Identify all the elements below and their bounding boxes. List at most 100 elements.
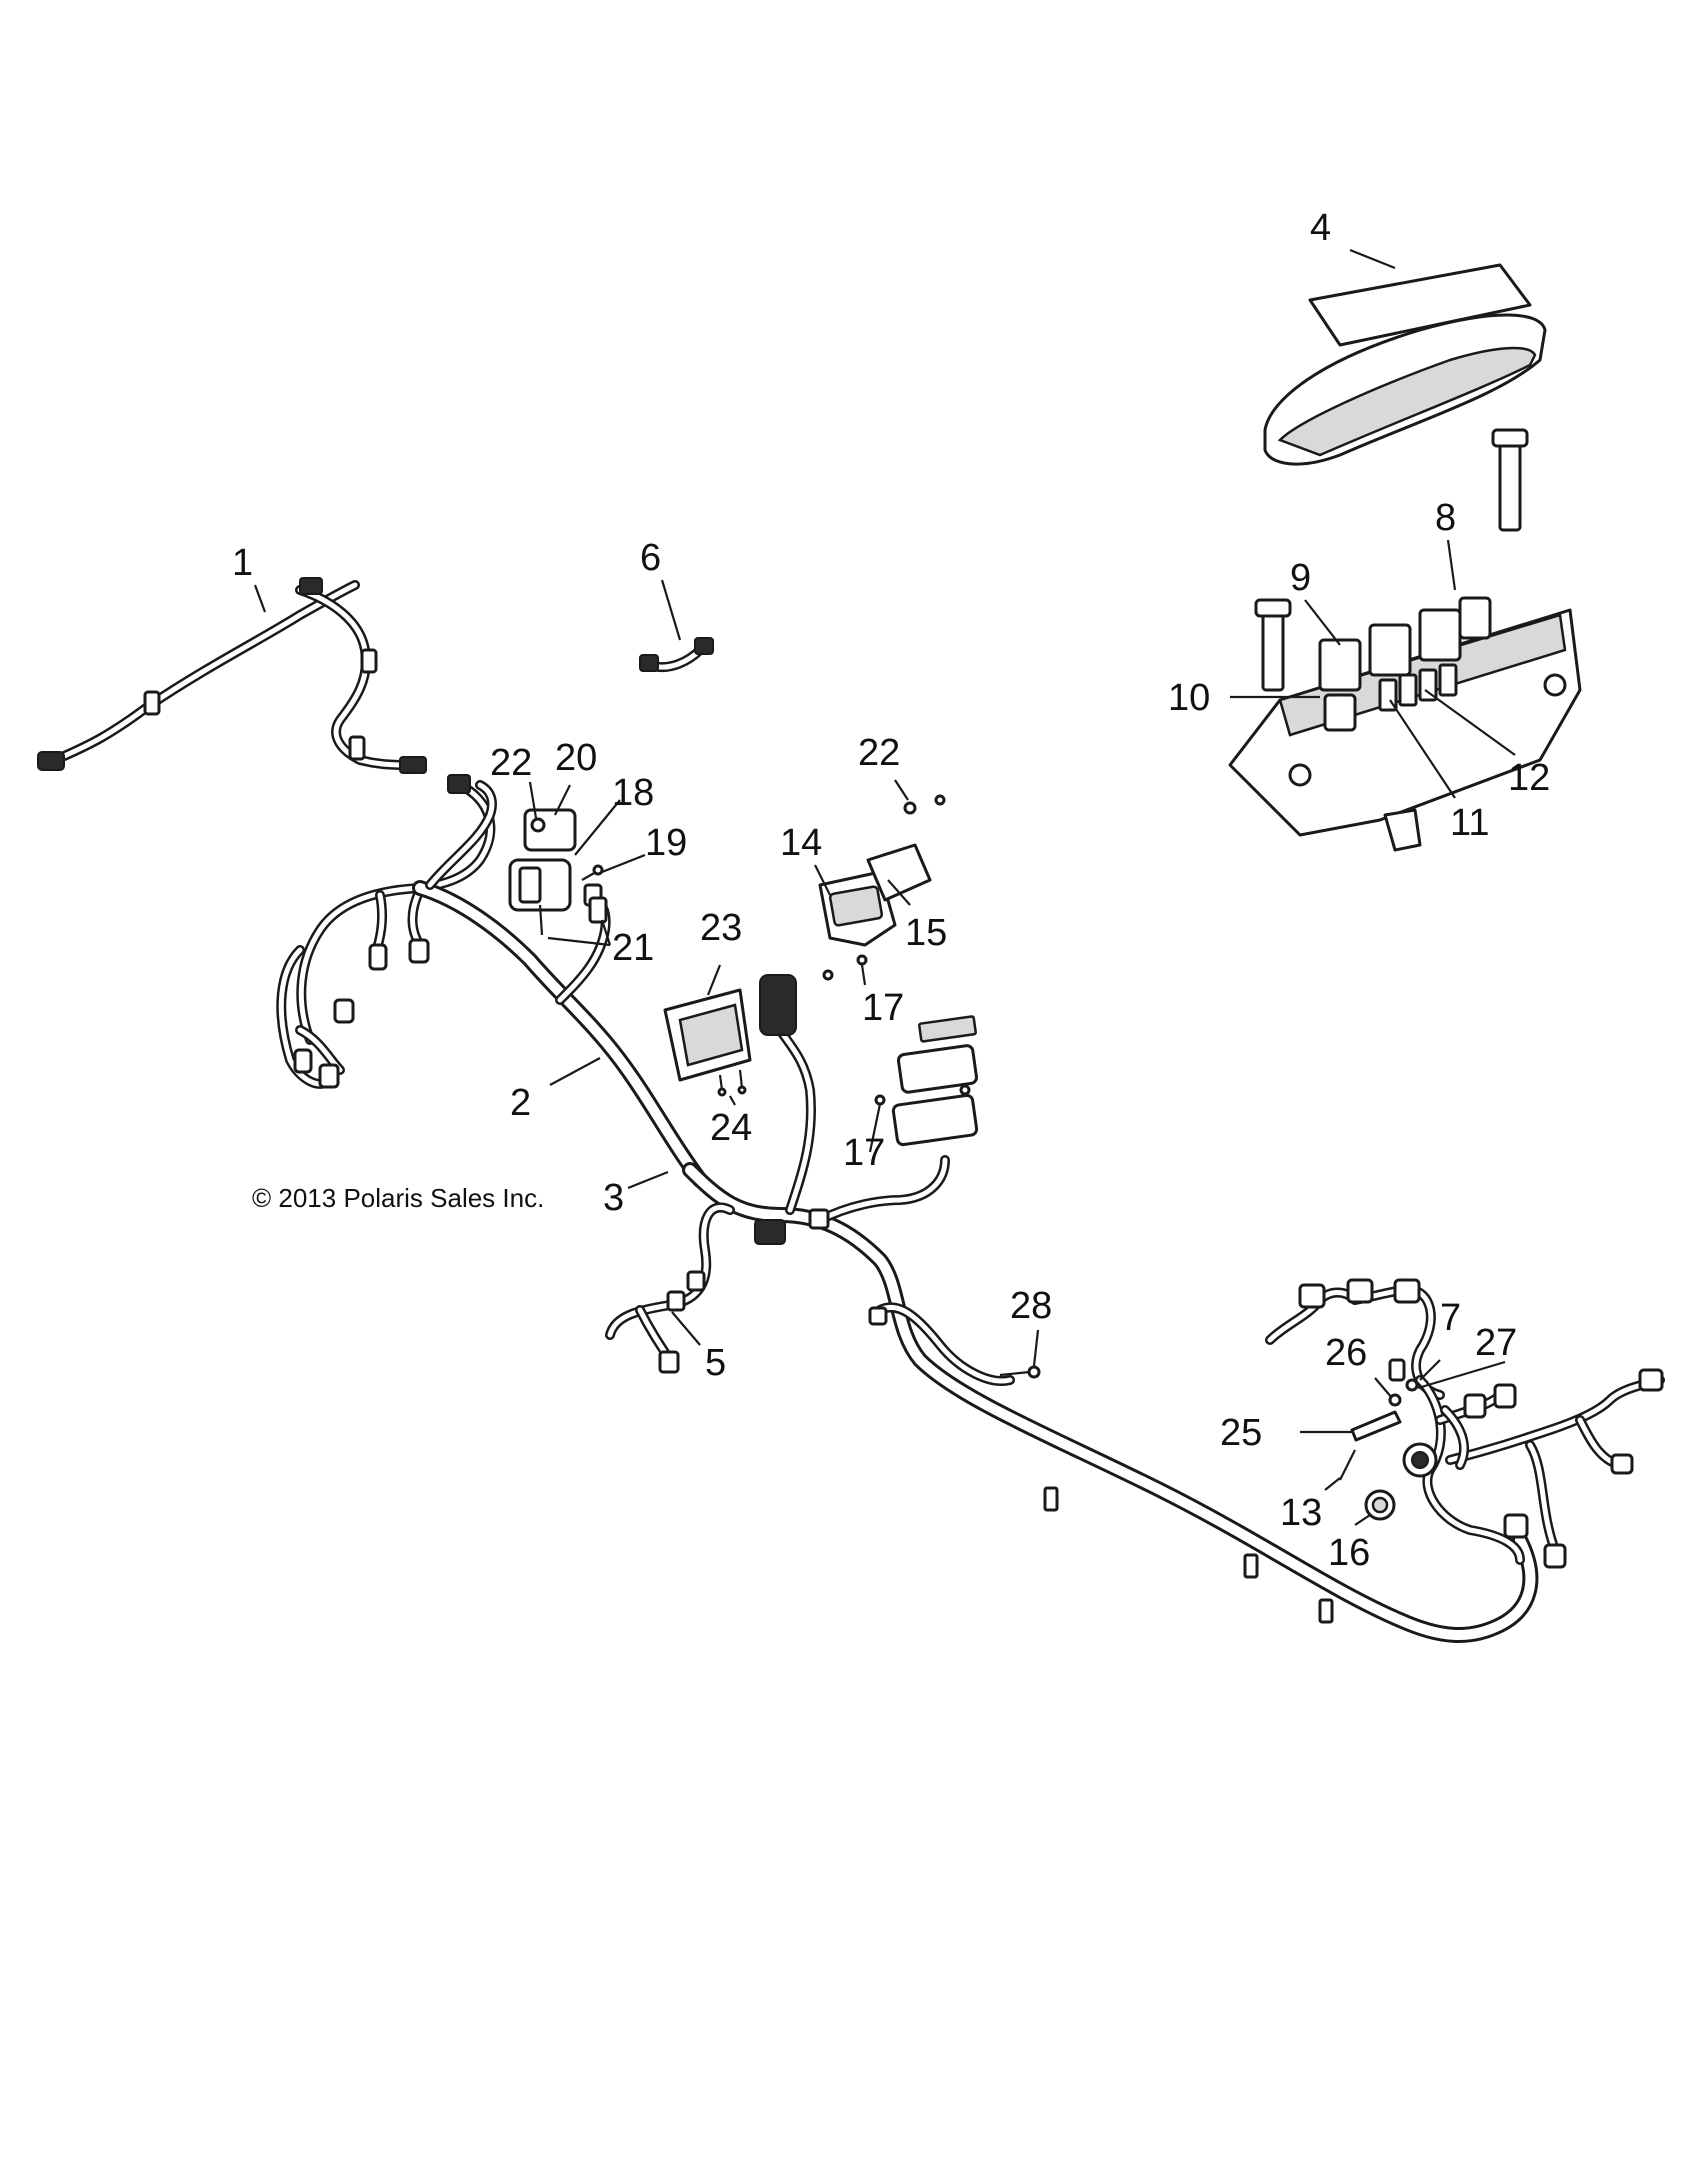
connector-icon xyxy=(293,1048,313,1074)
callout-12: 12 xyxy=(1508,757,1550,799)
connector-icon xyxy=(754,1219,786,1245)
connector-icon xyxy=(1388,1358,1406,1382)
clip-icon xyxy=(1043,1486,1059,1512)
part-2-chassis-harness xyxy=(276,774,708,1188)
leader-lines xyxy=(253,248,1516,1526)
screw-17-icon xyxy=(959,1084,971,1096)
clip-icon xyxy=(666,1290,686,1312)
connector-icon xyxy=(37,751,65,771)
callout-3: 3 xyxy=(603,1177,624,1219)
clip-icon xyxy=(808,1208,830,1230)
screw-17-icon xyxy=(874,1094,886,1106)
copyright-notice: © 2013 Polaris Sales Inc. xyxy=(252,1183,544,1213)
screw-24-icon xyxy=(737,1085,747,1095)
grommet-icon xyxy=(1383,808,1422,852)
callout-9: 9 xyxy=(1290,557,1311,599)
fuse-base-icon xyxy=(891,1093,979,1147)
fuse-icon xyxy=(1398,673,1418,707)
bolt-icon xyxy=(1498,438,1522,532)
relay-8-icon xyxy=(1458,596,1492,640)
bracket-25-icon xyxy=(1350,1410,1402,1442)
connector-icon xyxy=(1298,1283,1326,1309)
callout-11: 11 xyxy=(1450,802,1489,844)
screw-24-icon xyxy=(717,1087,727,1097)
callout-6: 6 xyxy=(640,537,661,579)
connector-icon xyxy=(1610,1453,1634,1475)
grommet-center-icon xyxy=(1371,1496,1389,1514)
part-6-pigtail xyxy=(639,637,714,673)
connector-icon xyxy=(639,654,659,672)
bolt-head-icon xyxy=(1491,428,1529,448)
part-1-front-harness xyxy=(37,577,427,774)
connector-icon xyxy=(447,774,471,794)
connector-icon xyxy=(1346,1278,1374,1304)
clip-icon xyxy=(868,1306,888,1326)
callout-8: 8 xyxy=(1435,497,1456,539)
module-14-group xyxy=(818,794,946,981)
label-4-icon xyxy=(1308,263,1532,347)
fuse-holder-group xyxy=(874,1015,979,1147)
screw-17-icon xyxy=(856,954,868,966)
callout-18: 18 xyxy=(612,772,654,814)
fuse-12-icon xyxy=(1418,668,1438,702)
callout-26: 26 xyxy=(1325,1332,1367,1374)
connector-icon xyxy=(1493,1383,1517,1409)
callout-17a: 17 xyxy=(862,987,904,1029)
pin-19-icon xyxy=(592,864,604,876)
callout-27: 27 xyxy=(1475,1322,1517,1364)
callout-5: 5 xyxy=(705,1342,726,1384)
connector-icon xyxy=(658,1350,680,1374)
relay-pin-icon xyxy=(518,866,542,904)
callout-14: 14 xyxy=(780,822,822,864)
clip-27-icon xyxy=(1405,1378,1419,1392)
connector-icon xyxy=(399,756,427,774)
grommet-center-icon xyxy=(1411,1451,1429,1469)
clip-icon xyxy=(143,690,161,716)
mount-hole-icon xyxy=(1288,763,1312,787)
fuse-icon xyxy=(1438,663,1458,697)
connector-icon xyxy=(333,998,355,1024)
fuse-label-icon xyxy=(918,1015,977,1043)
callout-20: 20 xyxy=(555,737,597,779)
ecu-23-group xyxy=(663,974,797,1097)
cover-rim-icon xyxy=(1277,346,1537,457)
callout-7: 7 xyxy=(1440,1297,1461,1339)
callout-19: 19 xyxy=(645,822,687,864)
main-harness xyxy=(605,1025,1539,1644)
nut-22-icon xyxy=(934,794,946,806)
callout-22a: 22 xyxy=(490,742,532,784)
callout-15: 15 xyxy=(905,912,947,954)
callout-1: 1 xyxy=(232,542,253,584)
callout-4: 4 xyxy=(1310,207,1331,249)
rear-harness-group xyxy=(1265,1278,1665,1569)
callout-28: 28 xyxy=(1010,1285,1052,1327)
relay-10-icon xyxy=(1323,693,1357,732)
connector-icon xyxy=(694,637,714,655)
callout-17b: 17 xyxy=(843,1132,885,1174)
connector-icon xyxy=(408,938,430,964)
bolt-icon xyxy=(1261,608,1285,692)
mount-hole-icon xyxy=(1543,673,1567,697)
nut-22-icon xyxy=(530,817,546,833)
callout-23: 23 xyxy=(700,907,742,949)
clip-icon xyxy=(1318,1598,1334,1624)
clip-icon xyxy=(1243,1553,1259,1579)
callout-21: 21 xyxy=(612,927,654,969)
relay-icon xyxy=(1368,623,1412,677)
clip-icon xyxy=(348,735,366,761)
connector-icon xyxy=(1503,1513,1529,1539)
relay-icon xyxy=(1418,608,1462,662)
connector-icon xyxy=(1543,1543,1567,1569)
connector-icon xyxy=(1393,1278,1421,1304)
callout-10: 10 xyxy=(1168,677,1210,719)
callout-13: 13 xyxy=(1280,1492,1322,1534)
callout-2: 2 xyxy=(510,1082,531,1124)
connector-icon xyxy=(368,943,388,971)
ecu-face-icon xyxy=(678,1003,744,1067)
clip-icon xyxy=(686,1270,706,1292)
connector-icon xyxy=(299,577,323,595)
connector-icon xyxy=(1638,1368,1664,1392)
nut-22-icon xyxy=(903,801,917,815)
module-face-icon xyxy=(828,885,884,927)
